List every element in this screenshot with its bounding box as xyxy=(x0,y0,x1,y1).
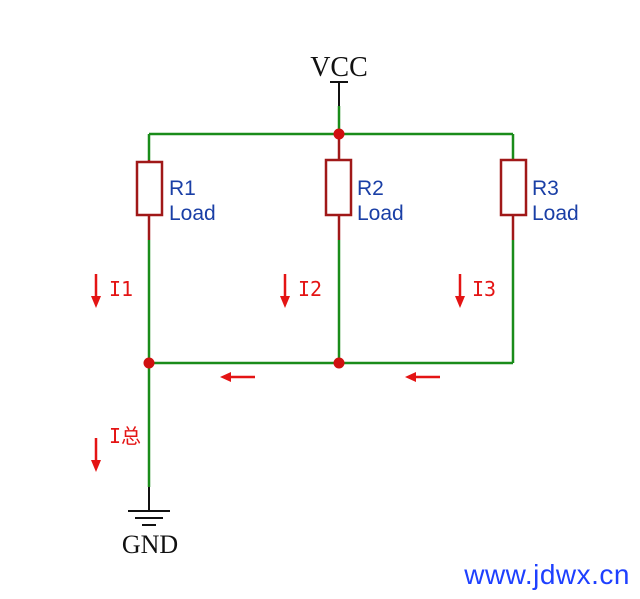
r1-name: R1 xyxy=(169,177,196,200)
i3-arrow xyxy=(455,274,465,308)
i3-label: I3 xyxy=(472,277,496,301)
node-bottom-middle xyxy=(333,357,345,369)
r1-type: Load xyxy=(169,202,216,225)
resistor-r1 xyxy=(135,160,164,217)
i1-label: I1 xyxy=(109,277,133,301)
itotal-label: I总 xyxy=(109,424,141,448)
watermark-text: www.jdwx.cn xyxy=(464,559,630,590)
rail-arrow-right xyxy=(405,372,440,382)
vcc-label: VCC xyxy=(310,52,368,83)
rail-arrow-left xyxy=(220,372,255,382)
resistor-r3 xyxy=(499,158,528,217)
r2-name: R2 xyxy=(357,177,384,200)
r3-type: Load xyxy=(532,202,579,225)
resistor-r2 xyxy=(324,158,353,217)
itotal-arrow xyxy=(91,438,101,472)
i2-arrow xyxy=(280,274,290,308)
r2-type: Load xyxy=(357,202,404,225)
node-top xyxy=(333,128,345,140)
i2-label: I2 xyxy=(298,277,322,301)
i1-arrow xyxy=(91,274,101,308)
r3-name: R3 xyxy=(532,177,559,200)
gnd-label: GND xyxy=(122,530,178,559)
node-bottom-left xyxy=(143,357,155,369)
